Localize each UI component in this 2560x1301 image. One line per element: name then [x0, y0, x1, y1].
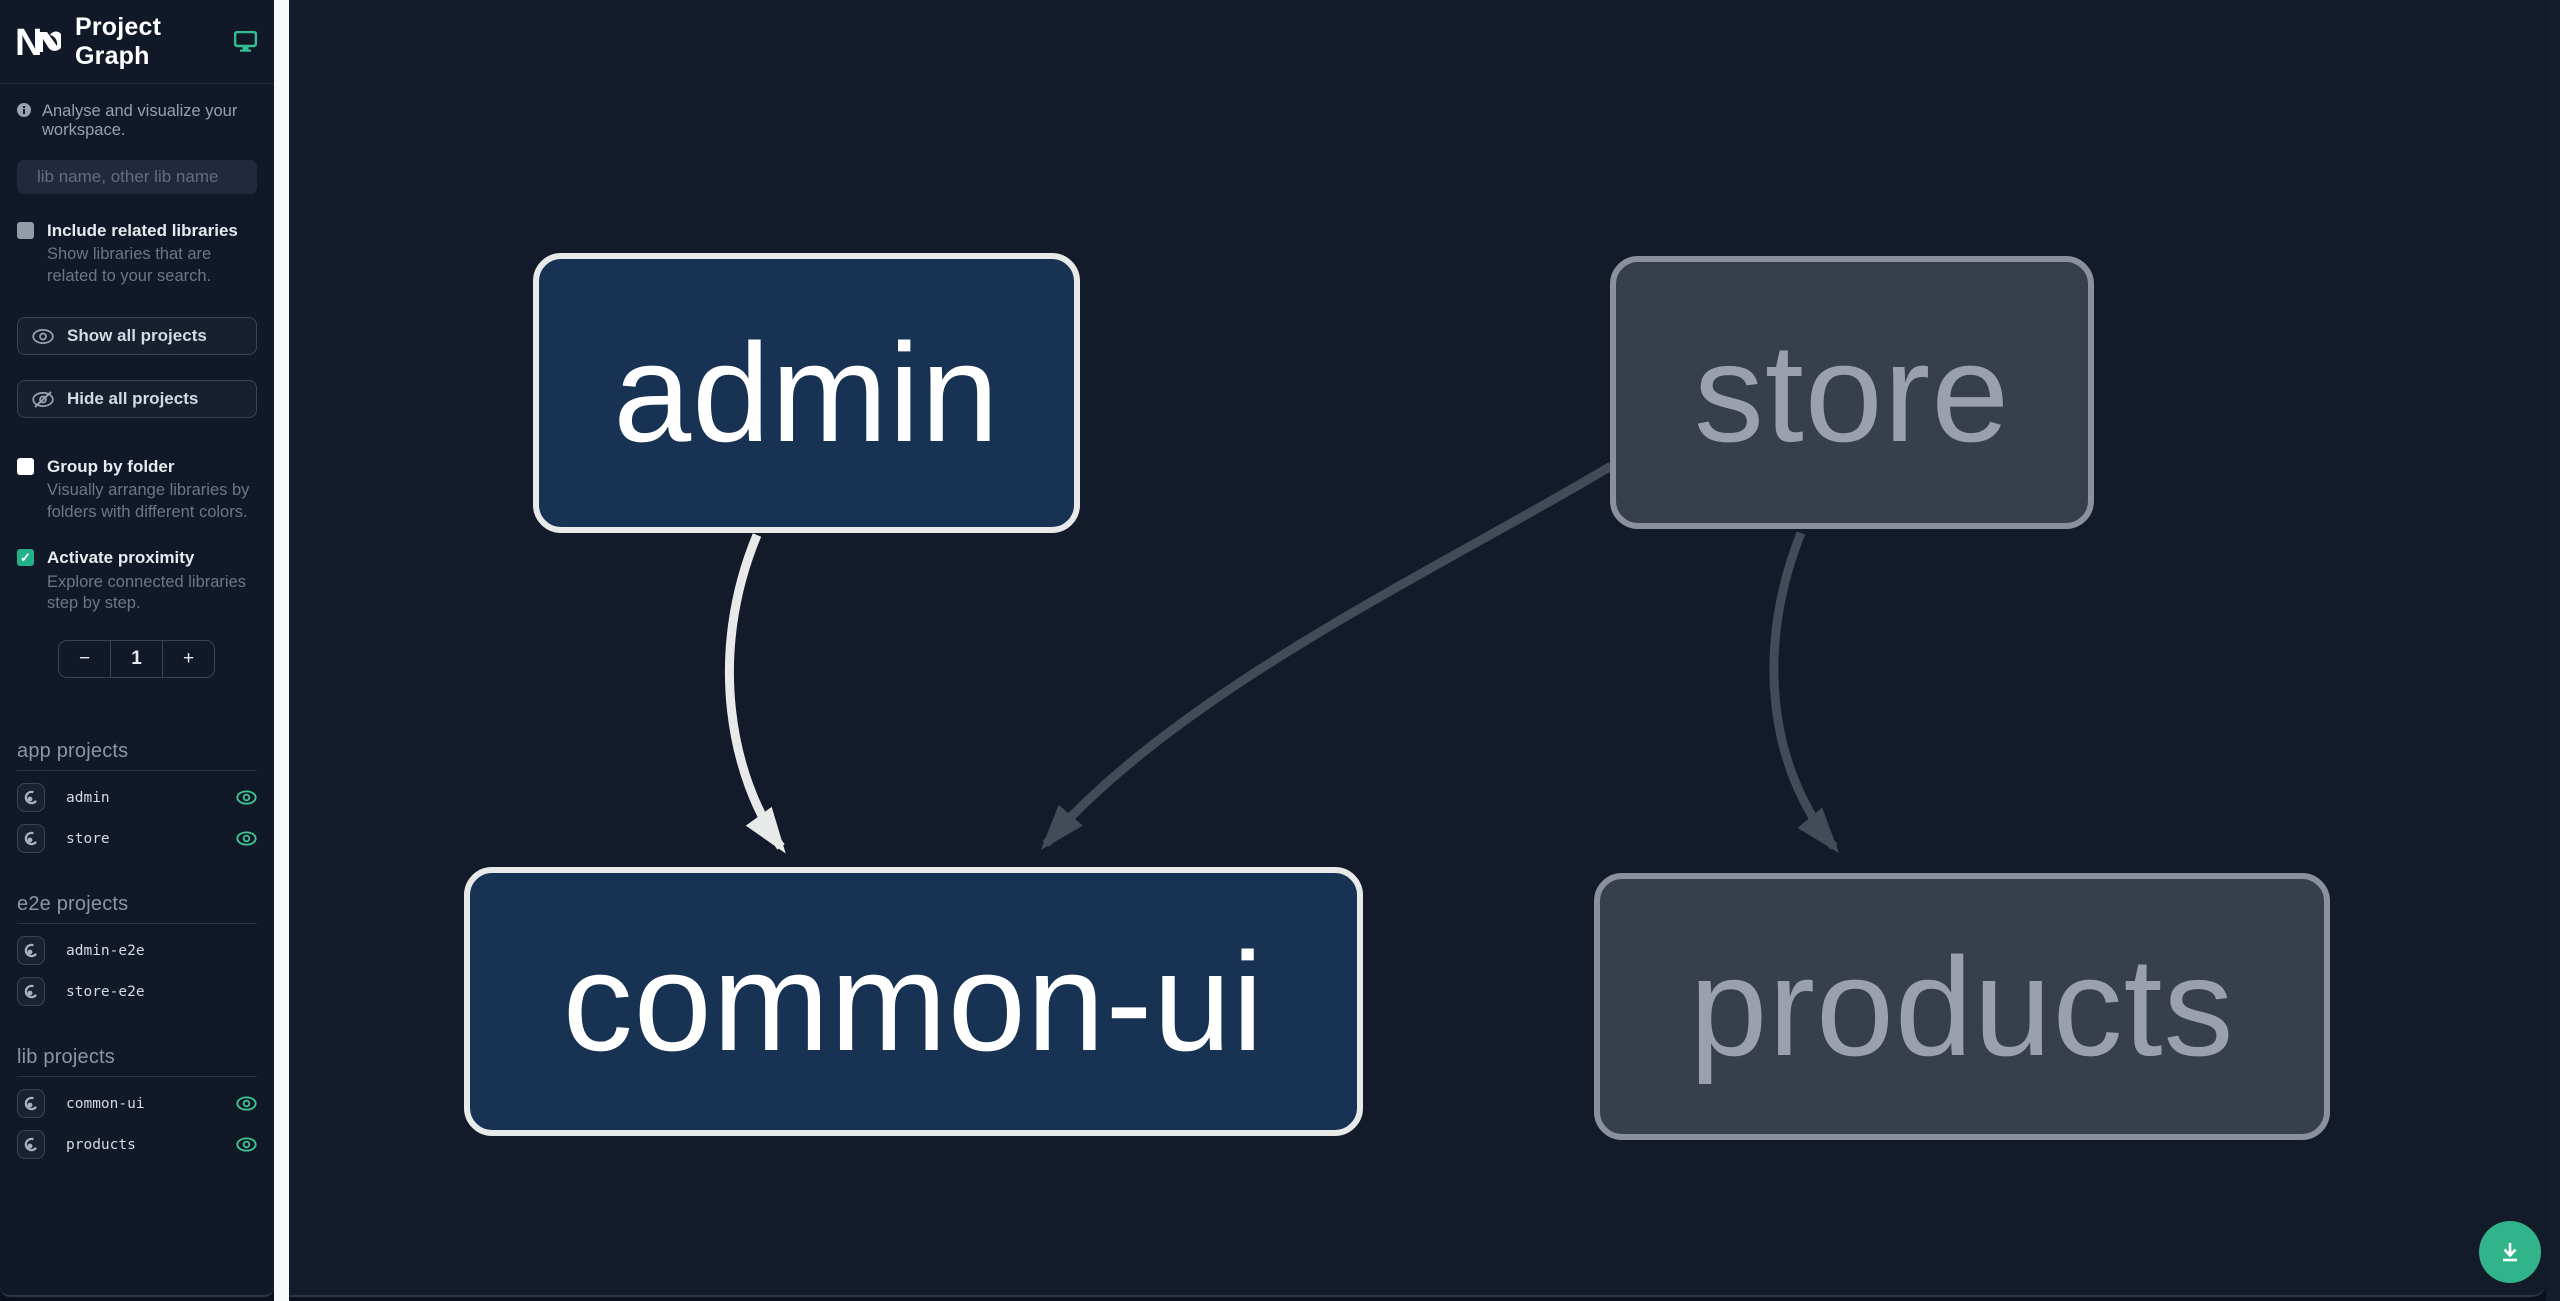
- hide-all-projects-label: Hide all projects: [67, 389, 199, 409]
- eye-icon: [32, 328, 54, 344]
- svg-text:N: N: [17, 22, 42, 62]
- toggle-visibility-button[interactable]: [236, 1096, 257, 1111]
- project-name[interactable]: admin-e2e: [66, 942, 145, 959]
- project-name[interactable]: products: [66, 1136, 136, 1153]
- focus-project-button[interactable]: [17, 977, 45, 1007]
- focus-project-button[interactable]: [17, 936, 45, 966]
- eye-off-icon: [32, 390, 54, 408]
- filter-input[interactable]: [37, 167, 258, 187]
- group-by-folder-checkbox[interactable]: [17, 458, 34, 476]
- group-by-folder-label: Group by folder: [47, 457, 175, 477]
- eye-icon: [236, 1137, 257, 1152]
- include-related-checkbox[interactable]: [17, 222, 34, 239]
- sidebar-header: N Project Graph: [0, 0, 274, 84]
- sidebar: N Project Graph Analyse and visualize yo…: [0, 0, 274, 1297]
- activate-proximity-checkbox[interactable]: ✓: [17, 549, 34, 567]
- hide-all-projects-button[interactable]: Hide all projects: [17, 380, 257, 419]
- project-name[interactable]: common-ui: [66, 1095, 145, 1112]
- focus-target-icon: [24, 944, 38, 958]
- toggle-visibility-button[interactable]: [236, 790, 257, 805]
- project-name[interactable]: store-e2e: [66, 983, 145, 1000]
- group-by-folder-option[interactable]: Group by folder Visually arrange librari…: [0, 418, 274, 523]
- project-row-admin: admin: [17, 783, 257, 813]
- project-row-common-ui: common-ui: [17, 1089, 257, 1119]
- nx-logo-icon: N: [17, 22, 61, 62]
- lib-projects-title: lib projects: [17, 1046, 257, 1078]
- e2e-projects-title: e2e projects: [17, 893, 257, 925]
- focus-target-icon: [24, 985, 38, 999]
- include-related-description: Show libraries that are related to your …: [47, 245, 212, 285]
- group-by-folder-description: Visually arrange libraries by folders wi…: [47, 481, 250, 521]
- activate-proximity-option[interactable]: ✓ Activate proximity Explore connected l…: [0, 523, 274, 614]
- proximity-decrement-button[interactable]: −: [78, 648, 91, 670]
- app-projects-section: app projects admin: [0, 740, 274, 854]
- scrollbar-gutter[interactable]: [2546, 0, 2560, 1301]
- proximity-depth-value: 1: [110, 641, 163, 678]
- focus-target-icon: [24, 1097, 38, 1111]
- download-image-button[interactable]: [2479, 1221, 2541, 1283]
- focus-target-icon: [24, 791, 38, 805]
- app-title: Project Graph: [75, 12, 162, 70]
- workspace-tagline-row: Analyse and visualize your workspace.: [0, 84, 274, 140]
- node-label: store: [1693, 313, 2011, 471]
- proximity-increment-button[interactable]: +: [182, 648, 195, 670]
- focus-project-button[interactable]: [17, 1089, 45, 1119]
- graph-node-products[interactable]: products: [1594, 873, 2330, 1140]
- lib-projects-section: lib projects common-ui: [0, 1046, 274, 1160]
- focus-target-icon: [24, 1138, 38, 1152]
- graph-node-store[interactable]: store: [1610, 256, 2094, 529]
- info-icon: [17, 103, 31, 117]
- graph-node-common-ui[interactable]: common-ui: [464, 867, 1363, 1136]
- workspace-tagline: Analyse and visualize your workspace.: [42, 102, 238, 139]
- focus-target-icon: [24, 832, 38, 846]
- proximity-depth-stepper: − 1 +: [58, 640, 215, 679]
- e2e-projects-section: e2e projects admin-e2e store-: [0, 893, 274, 1007]
- focus-project-button[interactable]: [17, 1130, 45, 1160]
- project-name[interactable]: store: [66, 830, 110, 847]
- node-label: admin: [613, 314, 1000, 471]
- graph-node-admin[interactable]: admin: [533, 253, 1080, 533]
- download-icon: [2503, 1243, 2517, 1262]
- eye-icon: [236, 790, 257, 805]
- include-related-label: Include related libraries: [47, 221, 238, 240]
- project-row-store: store: [17, 824, 257, 854]
- filter-searchbox: [17, 160, 258, 194]
- show-all-projects-button[interactable]: Show all projects: [17, 317, 257, 356]
- eye-icon: [236, 831, 257, 846]
- rankdir-monitor-icon[interactable]: [234, 31, 257, 52]
- app-projects-title: app projects: [17, 740, 257, 772]
- node-label: products: [1689, 927, 2235, 1085]
- project-row-admin-e2e: admin-e2e: [17, 936, 257, 966]
- activate-proximity-label: Activate proximity: [47, 548, 195, 568]
- focus-project-button[interactable]: [17, 783, 45, 813]
- show-all-projects-label: Show all projects: [67, 326, 207, 346]
- focus-project-button[interactable]: [17, 824, 45, 854]
- toggle-visibility-button[interactable]: [236, 1137, 257, 1152]
- include-related-option[interactable]: Include related libraries Show libraries…: [0, 194, 274, 287]
- eye-icon: [236, 1096, 257, 1111]
- project-row-products: products: [17, 1130, 257, 1160]
- sidebar-resize-handle[interactable]: [274, 0, 289, 1301]
- project-name[interactable]: admin: [66, 789, 110, 806]
- activate-proximity-description: Explore connected libraries step by step…: [47, 572, 247, 612]
- toggle-visibility-button[interactable]: [236, 831, 257, 846]
- project-row-store-e2e: store-e2e: [17, 977, 257, 1007]
- node-label: common-ui: [562, 922, 1265, 1080]
